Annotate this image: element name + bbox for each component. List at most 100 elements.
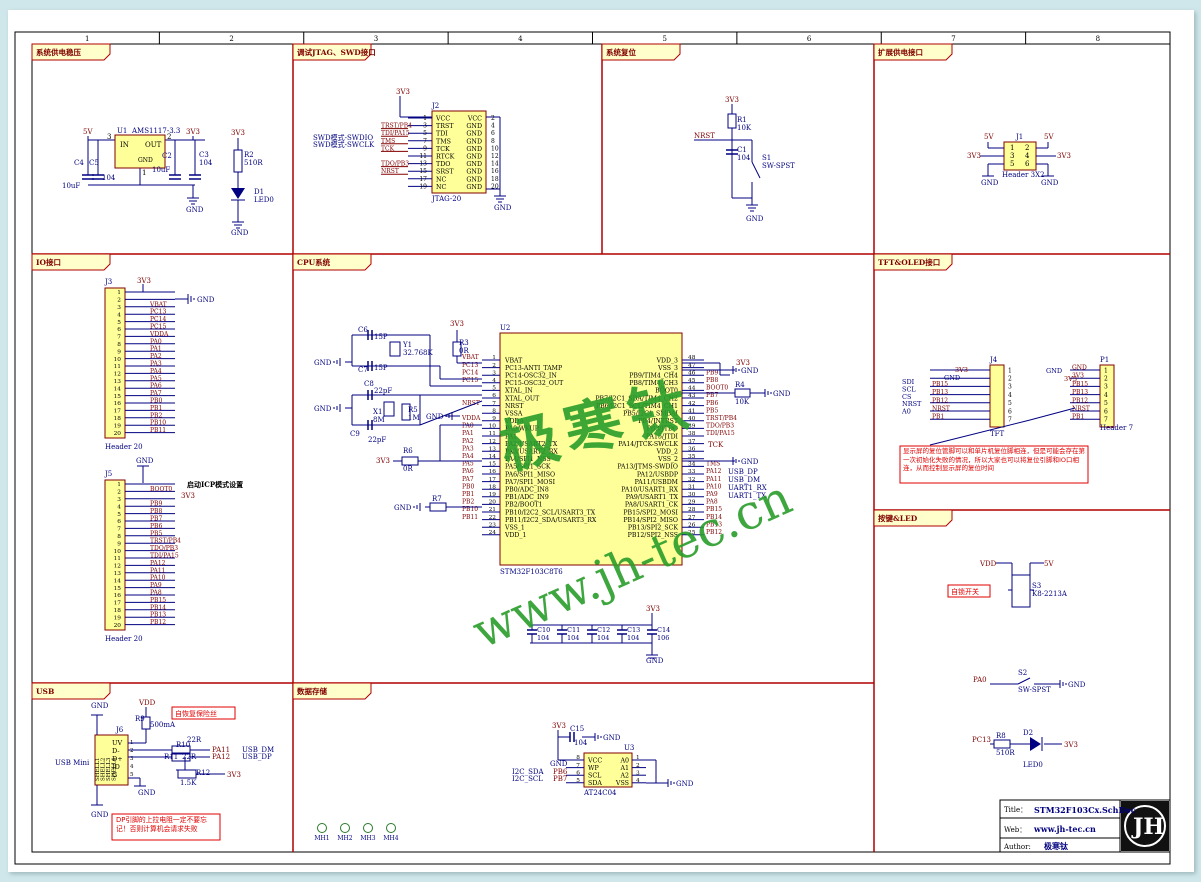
u3-label-right-3: VSS — [615, 780, 629, 787]
j2-net-3: TMS — [381, 138, 395, 145]
mounting-hole-4 — [386, 823, 396, 833]
u2-pin-14: 14 — [489, 454, 497, 460]
u2-label-left-15: PA6/SPI1_MISO — [505, 471, 555, 478]
u2-label-right-8: PB4/JNTRST — [638, 418, 679, 425]
keys-5v: 5V — [1044, 560, 1054, 568]
j3-pin-8: 8 — [117, 342, 121, 348]
keys-vdd: VDD — [979, 560, 997, 568]
u3-label-right-2: A2 — [619, 773, 629, 780]
j5-header — [104, 479, 126, 631]
decoupling-C12: C12 — [597, 626, 610, 634]
c3-val: 104 — [199, 159, 213, 167]
j3-net-9: PA2 — [150, 353, 162, 360]
j3-net-12: PA5 — [150, 375, 162, 382]
u3-pin-5: 5 — [576, 778, 580, 784]
boot-note: 启动ICP模式设置 — [187, 480, 243, 489]
j3-net-2: VBAT — [149, 301, 167, 308]
r3-resistor — [452, 341, 462, 357]
tft-signal-scl: SCL — [902, 385, 916, 393]
j3-ref: J3 — [104, 278, 112, 286]
u2-net-left-8: VDDA — [461, 415, 481, 422]
decoupling-C14: C14 — [657, 626, 670, 634]
j3-pin-4: 4 — [117, 312, 121, 318]
j2-net-4: TCK — [381, 145, 395, 152]
cpu-gnd-3: GND — [426, 413, 444, 421]
tft-signal-sdi: SDI — [902, 378, 915, 386]
section-title-tft: TFT&OLED接口 — [878, 257, 940, 267]
j5-pin-14: 14 — [114, 578, 122, 584]
column-number-8: 8 — [1096, 35, 1100, 43]
column-number-1: 1 — [85, 35, 89, 43]
j2-pin-1: 1 — [423, 115, 427, 122]
cpu-gnd-2: GND — [314, 405, 332, 413]
u2-label-left-2: PC14-OSC32_IN — [505, 373, 557, 380]
section-tag-tft — [873, 253, 953, 271]
j5-pin-7: 7 — [117, 527, 121, 533]
section-title-cpu: CPU系统 — [297, 257, 331, 267]
tft-note-box — [899, 445, 1089, 484]
column-number-3: 3 — [374, 35, 378, 43]
u2-pin-35: 35 — [688, 454, 696, 460]
u2-pin-43: 43 — [688, 393, 696, 399]
j5-net-6: PB6 — [150, 523, 162, 530]
j6-pin-uv: UV — [112, 739, 122, 747]
u2-pin-6: 6 — [492, 393, 496, 399]
j4-net-6: PB1 — [932, 414, 944, 421]
p1-3v3: 3V3 — [1064, 375, 1077, 383]
p1-net-6: PB1 — [1072, 414, 1084, 421]
u1-ref: U1 — [117, 127, 127, 135]
u2-label-right-7: PB5/I2C1_SMBAI — [623, 411, 678, 418]
u2-pin-22: 22 — [489, 515, 497, 521]
section-tag-storage — [292, 682, 372, 700]
column-number-2: 2 — [229, 35, 233, 43]
u2-pin-16: 16 — [489, 469, 497, 475]
decoupling-val-C14: 106 — [657, 634, 669, 642]
section-title-keys: 按键&LED — [878, 513, 918, 523]
u2-pin-47: 47 — [688, 363, 696, 369]
u2-net-right-18: PA9 — [706, 491, 718, 498]
author-label: Author: — [1003, 843, 1031, 851]
r4-resistor — [734, 388, 751, 398]
keys-section: S3 K8-2213A VDD 5V 自锁开关 S2 SW-SPST PA0 G… — [947, 560, 1086, 769]
column-number-5: 5 — [662, 35, 666, 43]
d2-led — [1030, 737, 1041, 751]
j2-net-2: TDI/PA15 — [381, 130, 410, 137]
r5-resistor — [401, 403, 411, 421]
j5-pin-19: 19 — [114, 615, 122, 621]
j5-pin-16: 16 — [114, 593, 122, 599]
j4-header — [989, 364, 1005, 428]
switch-note-box — [947, 584, 991, 598]
j5-net-1: BOOT0 — [150, 486, 172, 493]
j3-pin-1: 1 — [117, 290, 121, 296]
debug-gnd: GND — [494, 204, 512, 212]
u2-net-right-14: TMS — [706, 461, 720, 468]
usb-dp-label: USB_DP — [728, 468, 758, 476]
j3-net-3: PC13 — [150, 309, 166, 316]
io-3v3b: 3V3 — [181, 492, 195, 500]
j6-pin-d-: D- — [112, 747, 120, 755]
cpu-gnd-dec: GND — [646, 657, 664, 665]
decoupling-C10: C10 — [537, 626, 550, 634]
u3-label-left-0: VCC — [587, 757, 602, 764]
u2-label-left-16: PA7/SPI1_MOSI — [505, 479, 556, 486]
p1-net-2: PB15 — [1072, 381, 1088, 388]
r2-resistor — [233, 149, 243, 173]
j3-pin-12: 12 — [114, 372, 122, 378]
j4-net-2: PB15 — [932, 381, 948, 388]
u2-label-left-1: PC13-ANTI_TAMP — [505, 365, 562, 372]
j5-pin-8: 8 — [117, 534, 121, 540]
u3-pin-2: 2 — [636, 763, 640, 769]
u2-net-right-2: PB9 — [706, 369, 718, 376]
r3-val: 0R — [459, 347, 469, 355]
debug-3v3: 3V3 — [396, 88, 410, 96]
j3-net-6: VDDA — [149, 331, 169, 338]
j2-label-right-9: GND — [466, 184, 482, 191]
u2-pin-34: 34 — [688, 462, 696, 468]
title-label: Title： — [1004, 806, 1027, 814]
c15-ref: C15 — [570, 725, 584, 733]
j3-net-5: PC15 — [150, 324, 166, 331]
r9-fuse — [141, 716, 151, 730]
u2-net-right-8: TRST/PB4 — [706, 415, 737, 422]
